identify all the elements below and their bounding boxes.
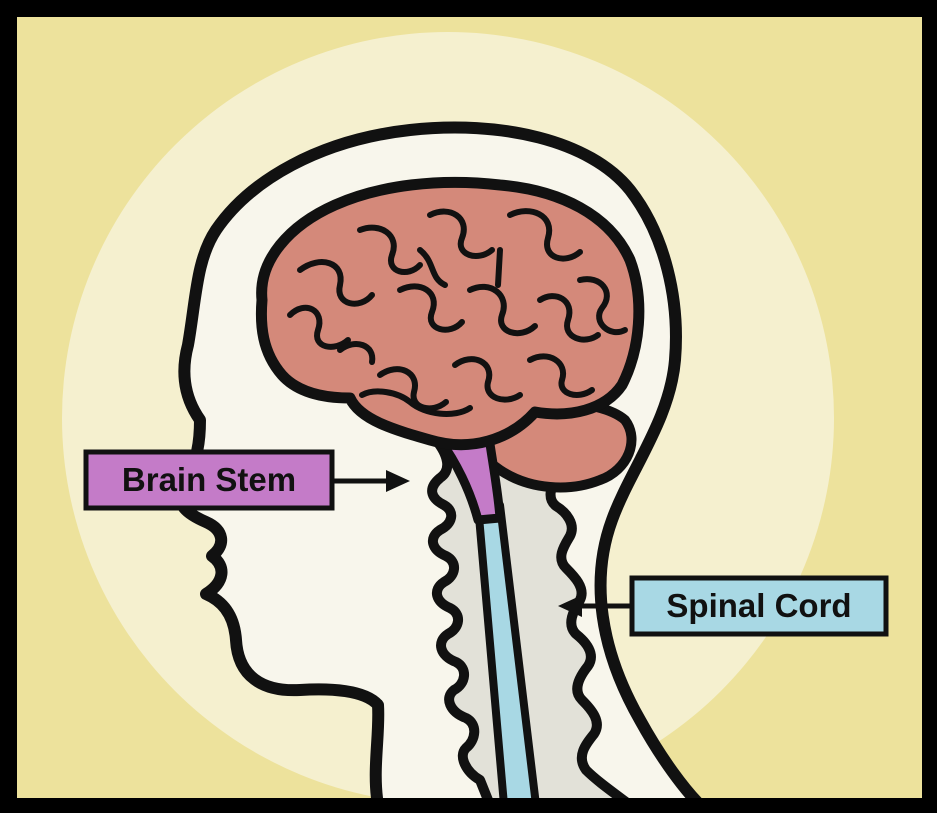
spinal-cord-label-text: Spinal Cord: [666, 587, 851, 624]
brain-stem-label: Brain Stem: [86, 452, 332, 508]
spinal-cord-label: Spinal Cord: [632, 578, 886, 634]
brain-stem-label-text: Brain Stem: [122, 461, 296, 498]
